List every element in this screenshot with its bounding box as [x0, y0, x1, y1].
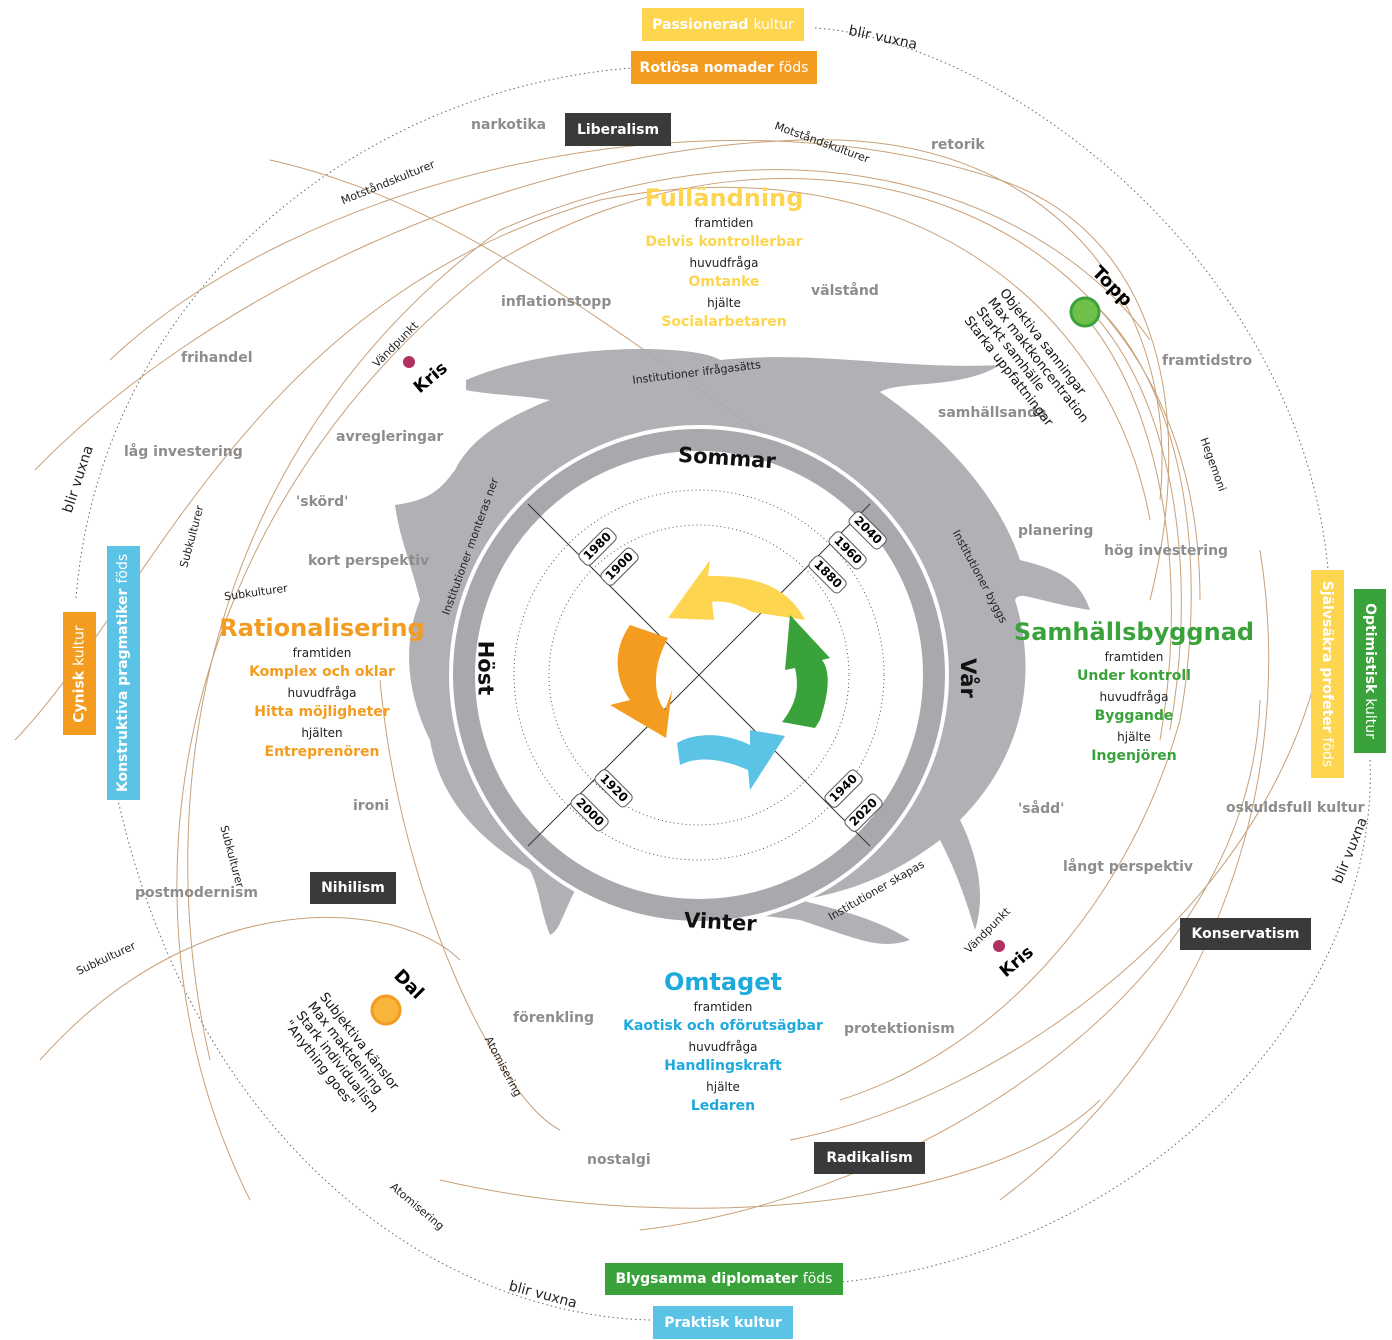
season-var: Vår: [955, 658, 980, 698]
word-skord: 'skörd': [296, 494, 349, 510]
word-sadd: 'sådd': [1018, 801, 1065, 817]
phase-label: hjälte: [707, 296, 741, 310]
word-narkotika: narkotika: [471, 117, 547, 133]
generation-suffix: föds: [778, 59, 809, 76]
season-host: Höst: [473, 640, 498, 696]
word-valstand: välstånd: [811, 283, 879, 299]
phase-value: Entreprenören: [264, 744, 380, 760]
phase-omtaget: Omtaget framtiden Kaotisk och oförutsägb…: [602, 968, 844, 1114]
generation-suffix: kultur: [71, 624, 88, 666]
phase-value: Omtanke: [688, 274, 760, 290]
inner-dotted-circles: [513, 489, 885, 861]
phase-label: huvudfråga: [688, 1040, 758, 1054]
generation-name: Cynisk: [71, 670, 88, 723]
phase-value: Ledaren: [690, 1098, 756, 1114]
word-planering: planering: [1018, 523, 1094, 539]
word-hog-investering: hög investering: [1104, 543, 1229, 559]
season-vinter: Vinter: [683, 908, 758, 936]
ideology-konservatism: Konservatism: [1180, 918, 1311, 950]
generation-suffix: föds: [1319, 737, 1336, 768]
ideology-nihilism: Nihilism: [310, 872, 396, 904]
phase-label: framtiden: [693, 1000, 753, 1014]
phase-label: huvudfråga: [689, 256, 759, 270]
kris-bottom-dot: [993, 940, 1005, 952]
phase-value: Byggande: [1094, 708, 1174, 724]
generation-optimistisk: Optimistisk kultur: [1354, 589, 1386, 753]
phase-samhallsbyggnad: Samhällsbyggnad framtiden Under kontroll…: [1006, 618, 1262, 764]
phase-value: Delvis kontrollerbar: [645, 234, 803, 250]
band-ring: [453, 429, 945, 921]
phase-label: hjälten: [301, 726, 343, 740]
word-nostalgi: nostalgi: [587, 1152, 651, 1168]
ideology-radikalism: Radikalism: [814, 1142, 925, 1174]
word-inflationstopp: inflationstopp: [501, 294, 612, 310]
phase-label: framtiden: [1104, 650, 1164, 664]
phase-title: Samhällsbyggnad: [1013, 618, 1255, 646]
kris-top-dot: [403, 356, 415, 368]
generation-name: Optimistisk: [1362, 603, 1378, 694]
phase-title: Rationalisering: [219, 614, 425, 642]
word-langt-perspektiv: långt perspektiv: [1063, 859, 1193, 875]
generation-suffix: kultur: [1362, 698, 1378, 739]
word-kort-perspektiv: kort perspektiv: [308, 553, 430, 569]
phase-label: hjälte: [1117, 730, 1151, 744]
phase-title: Fulländning: [644, 184, 804, 212]
word-ironi: ironi: [353, 798, 390, 814]
phase-label: framtiden: [292, 646, 352, 660]
phase-value: Kaotisk och oförutsägbar: [623, 1018, 823, 1034]
word-retorik: retorik: [931, 137, 985, 153]
word-forenkling: förenkling: [513, 1010, 594, 1026]
generation-name: Passionerad: [652, 16, 749, 33]
generation-sjalvsakra: Självsäkra profeter föds: [1311, 570, 1344, 778]
topp-point: [1069, 296, 1101, 328]
phase-label: hjälte: [706, 1080, 740, 1094]
generation-konstruktiva: Konstruktiva pragmatiker föds: [107, 546, 140, 800]
phase-rationalisering: Rationalisering framtiden Komplex och ok…: [210, 614, 434, 760]
phase-value: Komplex och oklar: [249, 664, 395, 680]
dal-point: [370, 994, 402, 1026]
phase-value: Socialarbetaren: [661, 314, 787, 330]
word-avregleringar: avregleringar: [336, 429, 444, 445]
phase-value: Hitta möjligheter: [254, 704, 390, 720]
generation-suffix: kultur: [753, 16, 794, 33]
generation-name: Självsäkra profeter: [1319, 580, 1336, 733]
word-samhallsanda: samhällsanda: [938, 405, 1047, 421]
generation-name: Praktisk kultur: [664, 1314, 782, 1331]
center-arrows: [610, 560, 830, 790]
generation-suffix: föds: [115, 553, 132, 584]
word-frihandel: frihandel: [181, 350, 253, 366]
phase-value: Under kontroll: [1077, 668, 1191, 684]
generation-name: Rotlösa nomader: [639, 59, 774, 76]
ideology-liberalism: Liberalism: [565, 113, 671, 146]
outer-dotted-cycle: [75, 27, 1371, 1321]
phase-fullandning: Fulländning framtiden Delvis kontrollerb…: [600, 184, 848, 330]
generation-suffix: föds: [802, 1271, 833, 1287]
phase-label: huvudfråga: [1099, 690, 1169, 704]
word-lag-investering: låg investering: [124, 444, 243, 460]
word-postmodernism: postmodernism: [135, 885, 258, 901]
phase-value: Handlingskraft: [664, 1058, 782, 1074]
phase-label: framtiden: [694, 216, 754, 230]
generation-praktisk: Praktisk kultur: [653, 1306, 793, 1339]
generation-cynisk: Cynisk kultur: [63, 612, 96, 735]
phase-value: Ingenjören: [1091, 748, 1177, 764]
phase-label: huvudfråga: [287, 686, 357, 700]
word-framtidstro: framtidstro: [1162, 353, 1253, 369]
phase-title: Omtaget: [663, 968, 782, 996]
generation-name: Konstruktiva pragmatiker: [115, 588, 132, 793]
generation-name: Blygsamma diplomater: [615, 1271, 798, 1287]
word-oskuldsfull: oskuldsfull kultur: [1226, 800, 1365, 816]
word-protektionism: protektionism: [844, 1021, 955, 1037]
